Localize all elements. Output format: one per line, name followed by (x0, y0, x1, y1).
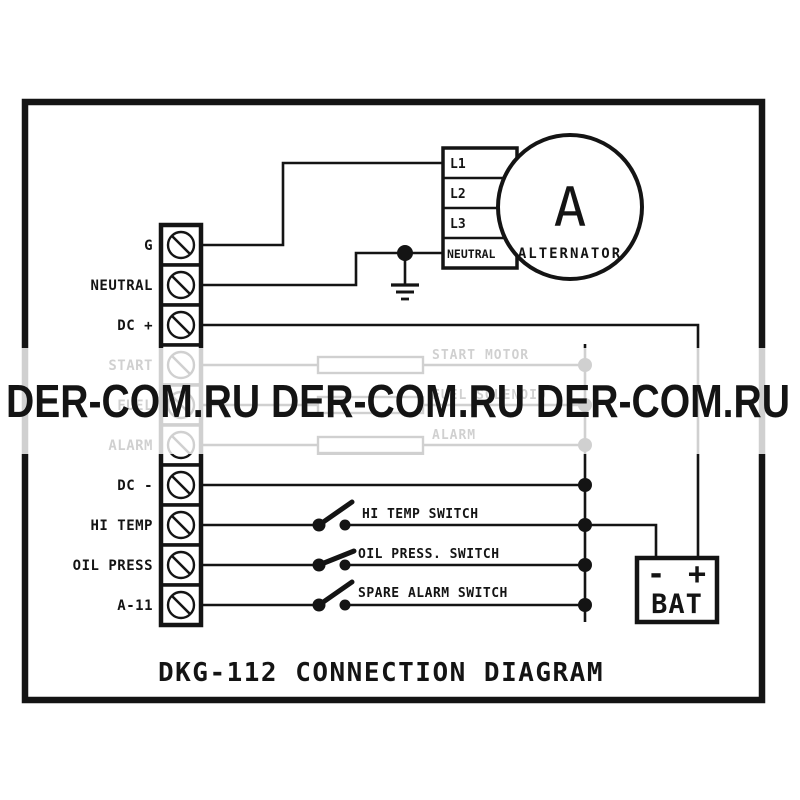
oil-press-switch-icon (312, 548, 357, 572)
terminal-label-oilpress: OIL PRESS (73, 558, 153, 574)
phase-label-neutral: NEUTRAL (447, 247, 496, 261)
alternator-circle-icon (496, 133, 644, 281)
terminal-label-dcminus: DC - (117, 478, 153, 494)
junction-dot-dcminus (578, 478, 592, 492)
wire-dcplus-to-battery (201, 323, 700, 558)
terminal-label-a11: A-11 (117, 598, 153, 614)
battery-plus-sign: + (688, 557, 706, 592)
terminal-label-g: G (144, 238, 153, 254)
screw-terminal-icon (166, 510, 196, 540)
hi-temp-switch-label: HI TEMP SWITCH (362, 507, 479, 522)
wire-g-to-l1 (201, 161, 443, 247)
phase-label-l1: L1 (450, 157, 466, 172)
watermark-text: DER-COM.RU DER-COM.RU DER-COM.RU (6, 375, 790, 427)
battery: - + BAT (634, 555, 720, 625)
phase-label-l3: L3 (450, 217, 466, 232)
phase-label-l2: L2 (450, 187, 466, 202)
terminal-label-hitemp: HI TEMP (90, 518, 153, 534)
junction-dot-spare (578, 598, 592, 612)
spare-alarm-switch-label: SPARE ALARM SWITCH (358, 586, 508, 601)
battery-label: BAT (651, 589, 703, 620)
screw-terminal-icon (166, 270, 196, 300)
alternator-symbol: A (554, 176, 587, 239)
junction-dot-hitemp (578, 518, 592, 532)
alternator: L1 L2 L3 NEUTRAL A ALTERNATOR (441, 133, 644, 281)
screw-terminal-icon (166, 550, 196, 580)
screw-terminal-icon (166, 470, 196, 500)
screw-terminal-icon (166, 590, 196, 620)
screw-terminal-icon (166, 310, 196, 340)
terminal-label-neutral: NEUTRAL (90, 278, 153, 294)
oil-press-switch-label: OIL PRESS. SWITCH (358, 547, 500, 562)
screw-terminal-icon (166, 230, 196, 260)
wire-bus-to-battery-minus (585, 523, 658, 558)
faded-band-overlay (0, 348, 800, 454)
switches: HI TEMP SWITCH OIL PRESS. SWITCH SPARE A… (312, 499, 508, 612)
hi-temp-switch-icon (312, 499, 355, 532)
diagram-title: DKG-112 CONNECTION DIAGRAM (158, 658, 604, 688)
alternator-label: ALTERNATOR (518, 246, 622, 262)
ground-icon (391, 253, 419, 301)
spare-alarm-switch-icon (312, 579, 355, 612)
junction-dot-oilpress (578, 558, 592, 572)
battery-minus-sign: - (647, 557, 665, 592)
battery-box (634, 555, 720, 625)
terminal-label-dcplus: DC + (117, 318, 153, 334)
